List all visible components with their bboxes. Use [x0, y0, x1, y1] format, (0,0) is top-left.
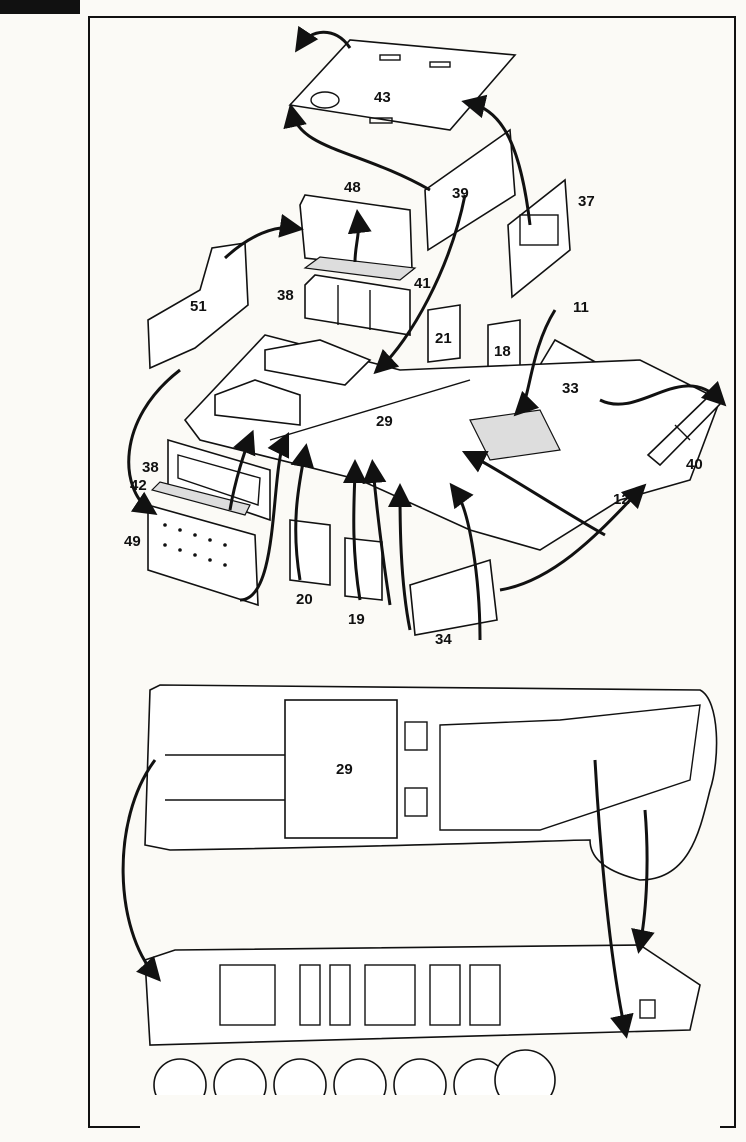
label-51: 51 [190, 298, 207, 315]
label-11: 11 [573, 299, 589, 316]
label-37: 37 [578, 193, 595, 210]
part-43-panel [288, 39, 517, 131]
lower-assembly-arrows [121, 759, 655, 1039]
label-39: 39 [452, 185, 469, 202]
part-51-panel [147, 242, 249, 370]
part-38-frame-front [167, 438, 271, 522]
part-39-panel [424, 128, 516, 252]
part-34-door [409, 558, 498, 636]
label-42: 42 [130, 477, 147, 494]
label-38-front: 38 [142, 459, 159, 476]
label-12: 12 [613, 491, 630, 508]
part-20-door [289, 519, 331, 586]
label-41: 41 [414, 275, 431, 292]
assembly-arrows [127, 25, 727, 641]
label-33: 33 [562, 380, 579, 397]
scan-edge-mark [0, 0, 80, 14]
label-29: 29 [376, 413, 393, 430]
lower-chassis [140, 944, 720, 1135]
label-38: 38 [277, 287, 294, 304]
label-18: 18 [494, 343, 511, 360]
part-21-panel [427, 304, 461, 363]
label-34: 34 [435, 631, 452, 648]
label-48: 48 [344, 179, 361, 196]
part-41-strip [303, 256, 417, 281]
lower-hull-tub [144, 684, 718, 881]
label-19: 19 [348, 611, 365, 628]
part-29-floor [183, 334, 722, 551]
part-number-labels: 43 48 39 37 41 38 51 11 21 18 33 29 40 3… [124, 89, 703, 778]
label-21: 21 [435, 330, 452, 347]
label-43: 43 [374, 89, 391, 106]
part-49-panel [147, 503, 259, 607]
label-20: 20 [296, 591, 313, 608]
label-49: 49 [124, 533, 141, 550]
label-29-lower: 29 [336, 761, 353, 778]
label-40: 40 [686, 456, 703, 473]
part-37-door [507, 178, 571, 299]
part-19-door [344, 537, 383, 601]
part-38-seat-rear [304, 274, 411, 336]
part-42-strip [150, 481, 251, 516]
